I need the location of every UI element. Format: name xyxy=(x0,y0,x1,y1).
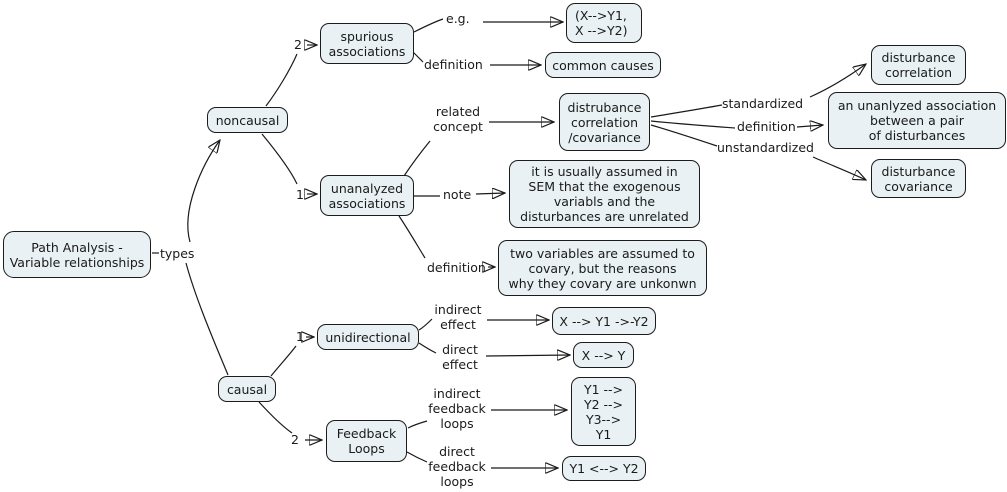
node-unanalyzed-definition[interactable]: two variables are assumed to covary, but… xyxy=(498,240,707,296)
node-indirect-feedback-example[interactable]: Y1 --> Y2 --> Y3--> Y1 xyxy=(571,377,636,446)
edge-label-direct-effect: direct effect xyxy=(442,342,478,372)
edge-directeffect-to-example xyxy=(485,355,570,356)
edge-unidirectional-to-indirecteffect xyxy=(418,318,433,331)
node-noncausal[interactable]: noncausal xyxy=(207,107,288,133)
order-marker-1-causal: 1 xyxy=(296,329,304,344)
edge-types-to-noncausal xyxy=(187,140,220,243)
node-disturbance-covariance[interactable]: disturbance covariance xyxy=(871,159,966,198)
edge-types-to-causal xyxy=(185,262,229,376)
edge-distcorr-to-unstandardized xyxy=(650,124,718,147)
node-noncausal-label: noncausal xyxy=(215,112,280,128)
node-feedback-loops-label: Feedback Loops xyxy=(336,426,397,456)
node-disturbance-corr-cov-label: distrubance correlation /covariance xyxy=(567,99,642,145)
edge-label-definition-disturbance: definition xyxy=(737,119,796,134)
edge-unstandardized-to-distcovariance xyxy=(812,156,866,180)
node-disturbance-covariance-label: disturbance covariance xyxy=(881,163,956,194)
edge-label-indirect-feedback: indirect feedback loops xyxy=(428,386,486,431)
node-spurious-example-label: (X-->Y1, X -->Y2) xyxy=(575,8,628,38)
node-disturbance-correlation-label: disturbance correlation xyxy=(881,50,956,80)
edge-label-standardized: standardized xyxy=(722,96,804,111)
edge-feedback-to-indirectfb xyxy=(407,420,428,429)
order-marker-1-noncausal: 1 xyxy=(296,187,304,202)
node-unidirectional-label: unidirectional xyxy=(325,329,411,345)
edge-label-types: types xyxy=(160,246,195,261)
edge-label-definition-unanalyzed: definition xyxy=(427,260,486,275)
node-direct-effect-example[interactable]: X --> Y xyxy=(573,342,634,368)
node-disturbance-corr-cov[interactable]: distrubance correlation /covariance xyxy=(559,93,650,151)
node-sem-note-label: it is usually assumed in SEM that the ex… xyxy=(520,164,689,224)
edge-label-unstandardized: unstandardized xyxy=(717,140,814,155)
edge-label-note: note xyxy=(443,187,472,202)
edge-label-definition-spurious: definition xyxy=(424,57,483,72)
edge-definition-to-unanlyzedbox xyxy=(796,125,823,127)
node-disturbance-correlation[interactable]: disturbance correlation xyxy=(871,45,966,85)
edge-label-eg: e.g. xyxy=(446,11,470,26)
edge-unanalyzed-to-relatedconcept xyxy=(403,140,431,177)
edge-distcorr-to-standardized xyxy=(650,104,723,118)
edge-spurious-to-eg xyxy=(413,18,444,33)
order-marker-2-noncausal: 2 xyxy=(294,37,302,52)
edge-noncausal-to-1 xyxy=(261,133,298,185)
node-unanalyzed-assoc-definition-label: an unanlyzed association between a pair … xyxy=(837,98,997,143)
node-indirect-effect-example-label: X --> Y1 ->-Y2 xyxy=(559,313,649,329)
edge-label-related-concept: related concept xyxy=(433,104,483,134)
edge-causal-to-2 xyxy=(258,401,293,434)
node-indirect-feedback-example-label: Y1 --> Y2 --> Y3--> Y1 xyxy=(583,381,624,442)
edge-causal-to-1 xyxy=(270,345,297,377)
edge-unidirectional-to-directeffect xyxy=(418,342,437,354)
edge-distcorr-to-definition xyxy=(650,120,736,129)
node-common-causes-label: common causes xyxy=(552,57,654,73)
edge-unanalyzed-to-definition xyxy=(398,215,426,259)
node-unidirectional[interactable]: unidirectional xyxy=(317,324,419,350)
edge-spurious-to-definition xyxy=(412,51,424,63)
node-direct-feedback-example-label: Y1 <--> Y2 xyxy=(569,461,639,476)
node-causal[interactable]: causal xyxy=(218,376,276,402)
node-direct-effect-example-label: X --> Y xyxy=(581,347,626,363)
node-spurious-example[interactable]: (X-->Y1, X -->Y2) xyxy=(566,3,642,43)
node-causal-label: causal xyxy=(226,381,268,397)
node-direct-feedback-example[interactable]: Y1 <--> Y2 xyxy=(562,456,646,481)
node-spurious-associations[interactable]: spurious associations xyxy=(320,23,414,64)
node-unanalyzed-associations[interactable]: unanalyzed associations xyxy=(320,175,414,216)
node-root[interactable]: Path Analysis - Variable relationships xyxy=(3,231,151,278)
edge-feedback-to-directfb xyxy=(406,451,428,463)
edge-standardized-to-distcorrelation xyxy=(809,64,866,98)
node-unanalyzed-assoc-definition[interactable]: an unanlyzed association between a pair … xyxy=(828,92,1006,149)
edge-label-direct-feedback: direct feedback loops xyxy=(428,444,486,489)
node-indirect-effect-example[interactable]: X --> Y1 ->-Y2 xyxy=(552,307,656,335)
node-feedback-loops[interactable]: Feedback Loops xyxy=(326,420,407,462)
node-unanalyzed-definition-label: two variables are assumed to covary, but… xyxy=(508,245,697,291)
node-sem-note[interactable]: it is usually assumed in SEM that the ex… xyxy=(509,160,700,228)
order-marker-2-causal: 2 xyxy=(291,432,299,447)
node-spurious-associations-label: spurious associations xyxy=(328,28,406,59)
edge-note-to-notebox xyxy=(475,193,505,194)
edge-noncausal-to-2 xyxy=(265,53,298,107)
node-unanalyzed-associations-label: unanalyzed associations xyxy=(328,180,406,211)
node-common-causes[interactable]: common causes xyxy=(545,52,661,78)
node-root-label: Path Analysis - Variable relationships xyxy=(9,239,145,270)
edge-label-indirect-effect: indirect effect xyxy=(434,302,482,332)
